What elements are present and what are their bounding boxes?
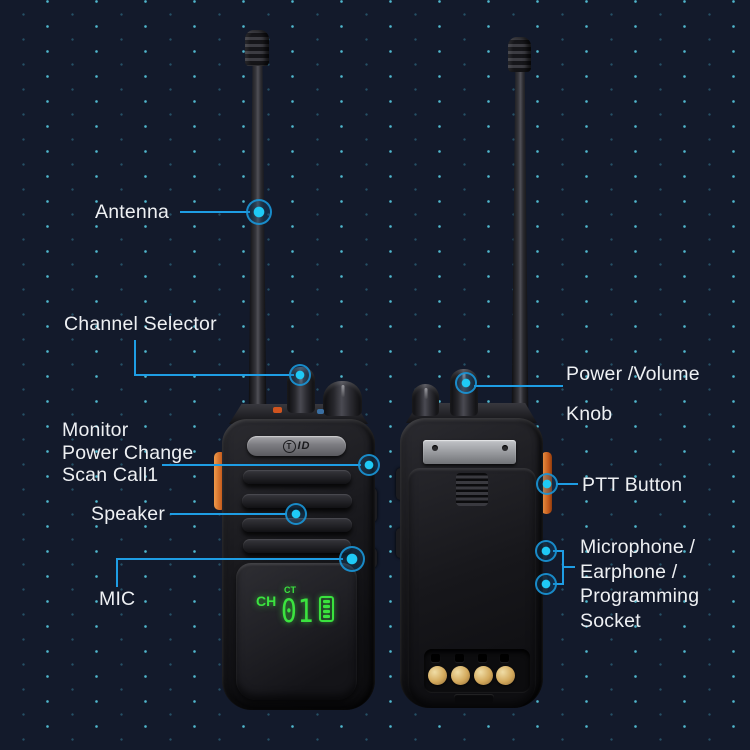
callout-line — [180, 211, 250, 213]
callout-line — [562, 566, 575, 568]
speaker-slat — [242, 494, 352, 508]
callout-label-mic: MIC — [99, 588, 136, 610]
callout-label-speaker: Speaker — [91, 503, 166, 525]
contact-slot — [500, 654, 509, 662]
belt-clip-plate — [423, 440, 516, 464]
brand-logo-rest: ID — [297, 440, 311, 452]
callout-marker-ptt — [536, 473, 558, 495]
knob-notch — [341, 385, 344, 397]
screw-icon — [432, 445, 438, 451]
contact-pin-icon — [451, 666, 470, 685]
channel-label: CH — [256, 593, 277, 609]
callout-marker-channel-selector — [289, 364, 311, 386]
callout-marker-power-volume — [455, 372, 477, 394]
callout-line — [556, 483, 578, 485]
speaker-slat — [242, 518, 352, 532]
callout-marker-socket-upper — [535, 540, 557, 562]
contact-pin-icon — [474, 666, 493, 685]
front-orange-indicator — [273, 407, 282, 413]
callout-line — [474, 385, 563, 387]
contact-pin-icon — [428, 666, 447, 685]
callout-line — [116, 558, 118, 587]
front-volume-knob — [323, 381, 362, 416]
contact-slot — [431, 654, 440, 662]
brand-logo-initial: T — [282, 439, 296, 453]
front-antenna — [248, 60, 267, 422]
callout-marker-mic — [339, 546, 365, 572]
callout-label-line: Scan Call1 — [62, 464, 159, 486]
callout-label-antenna: Antenna — [95, 201, 170, 223]
callout-marker-side-keys — [358, 454, 380, 476]
callout-label-line: Microphone / — [580, 536, 696, 558]
callout-marker-antenna — [246, 199, 272, 225]
callout-marker-speaker — [285, 503, 307, 525]
callout-label-line: Power Change — [62, 441, 194, 464]
back-left-knob — [412, 384, 439, 416]
callout-label-channel-selector: Channel Selector — [64, 313, 217, 335]
channel-value-display: 01 — [281, 592, 315, 630]
callout-label-socket: Microphone / Earphone / Programming Sock… — [580, 535, 699, 633]
contact-slot — [478, 654, 487, 662]
battery-icon — [319, 596, 334, 622]
callout-marker-socket-lower — [535, 573, 557, 595]
back-antenna — [511, 66, 529, 422]
callout-line — [134, 374, 294, 376]
callout-label-ptt: PTT Button — [582, 474, 683, 496]
speaker-slat — [243, 539, 351, 553]
screw-icon — [502, 445, 508, 451]
display-panel — [236, 563, 357, 700]
callout-label-line: Earphone / — [580, 560, 678, 583]
contact-slot — [455, 654, 464, 662]
vent-slots — [456, 473, 488, 506]
callout-label-line: Monitor — [62, 419, 129, 441]
callout-label-side-keys: Monitor Power Change Scan Call1 — [62, 419, 193, 487]
callout-line — [116, 558, 343, 560]
callout-label-power-volume: Power /Volume Knob — [566, 354, 700, 434]
front-antenna-tip — [245, 30, 269, 66]
speaker-slat — [243, 470, 351, 484]
back-antenna-tip — [508, 37, 531, 72]
callout-line — [162, 464, 361, 466]
callout-label-line: Socket — [580, 609, 641, 632]
callout-label-line: Programming — [580, 585, 700, 607]
battery-latch — [454, 694, 494, 703]
knob-notch — [424, 388, 427, 399]
callout-label-line: Power /Volume — [566, 363, 700, 385]
callout-label-line: Knob — [566, 403, 613, 425]
tone-label: CT — [284, 585, 296, 595]
callout-line — [134, 340, 136, 376]
front-blue-indicator — [317, 409, 324, 414]
callout-line — [553, 583, 564, 585]
callout-line — [553, 550, 564, 552]
callout-line — [170, 513, 287, 515]
contact-pin-icon — [496, 666, 515, 685]
